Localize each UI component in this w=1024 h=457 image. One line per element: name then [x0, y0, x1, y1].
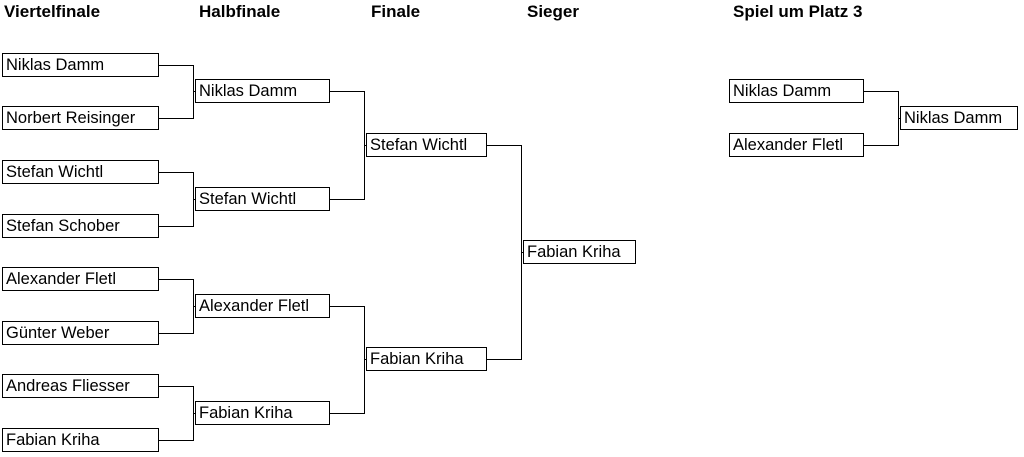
connector-sf1 — [329, 91, 365, 200]
connector-qf4 — [158, 386, 194, 441]
header-quarterfinal: Viertelfinale — [4, 2, 101, 21]
third-place-player: Alexander Fletl — [729, 133, 864, 157]
header-winner: Sieger — [527, 2, 579, 21]
quarterfinal-player: Stefan Schober — [2, 214, 159, 238]
connector-qf2 — [158, 172, 194, 227]
connector-final — [486, 145, 522, 360]
connector-sf2 — [329, 306, 365, 414]
connector-qf1 — [158, 65, 194, 119]
semifinal-player: Alexander Fletl — [195, 294, 330, 318]
quarterfinal-player: Niklas Damm — [2, 53, 159, 77]
final-player: Fabian Kriha — [366, 347, 487, 371]
connector-third — [863, 91, 899, 146]
quarterfinal-player: Fabian Kriha — [2, 428, 159, 452]
final-player: Stefan Wichtl — [366, 133, 487, 157]
header-final: Finale — [371, 2, 421, 21]
third-place-winner-box: Niklas Damm — [900, 106, 1018, 130]
header-third-place: Spiel um Platz 3 — [733, 2, 863, 21]
quarterfinal-player: Stefan Wichtl — [2, 160, 159, 184]
quarterfinal-player: Norbert Reisinger — [2, 106, 159, 130]
semifinal-player: Stefan Wichtl — [195, 187, 330, 211]
quarterfinal-player: Alexander Fletl — [2, 267, 159, 291]
quarterfinal-player: Andreas Fliesser — [2, 374, 159, 398]
third-place-player: Niklas Damm — [729, 79, 864, 103]
quarterfinal-player: Günter Weber — [2, 321, 159, 345]
semifinal-player: Fabian Kriha — [195, 401, 330, 425]
semifinal-player: Niklas Damm — [195, 79, 330, 103]
winner-box: Fabian Kriha — [523, 240, 636, 264]
header-semifinal: Halbfinale — [199, 2, 281, 21]
connector-qf3 — [158, 279, 194, 334]
